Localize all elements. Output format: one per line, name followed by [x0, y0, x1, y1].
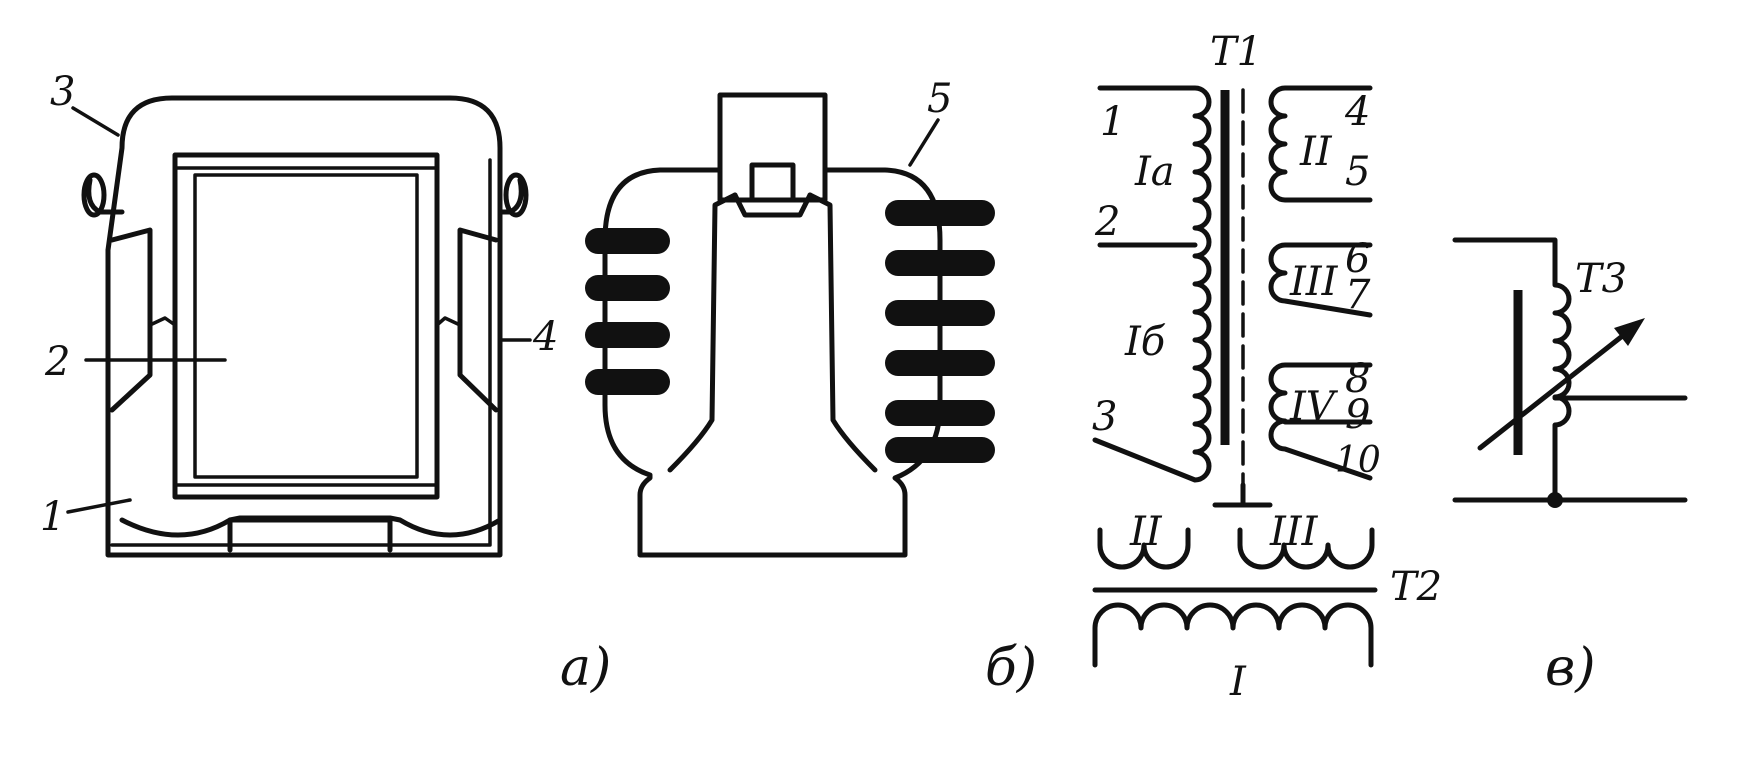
- t1-terminal-3: 3: [1092, 394, 1117, 440]
- t1-terminal-8: 8: [1345, 356, 1370, 402]
- t1-terminal-6: 6: [1345, 236, 1370, 282]
- t1-name: T1: [1210, 29, 1262, 75]
- t1-terminal-10: 10: [1335, 440, 1381, 481]
- t1-terminal-4: 4: [1344, 89, 1370, 135]
- t1-terminal-7: 7: [1345, 272, 1371, 318]
- t1-winding-III: III: [1289, 259, 1339, 305]
- t2-winding-I: I: [1229, 659, 1247, 705]
- t1-winding-Ib: Iб: [1124, 319, 1166, 365]
- transformer-t2: II III T2 I: [1092, 509, 1442, 705]
- transformer-t3: T3 в): [1452, 237, 1688, 698]
- label-a-3: 3: [50, 69, 75, 115]
- t1-winding-Ia: Ia: [1134, 149, 1175, 195]
- t1-terminal-5: 5: [1345, 149, 1370, 195]
- transformer-section-a: 3 2 4 1 а): [40, 69, 611, 698]
- t1-winding-IV: IV: [1289, 384, 1339, 430]
- caption-c: в): [1545, 638, 1596, 698]
- t2-winding-II: II: [1129, 509, 1163, 555]
- t1-terminal-1: 1: [1100, 99, 1125, 145]
- label-b-5: 5: [927, 76, 952, 122]
- left-coil: [585, 228, 670, 395]
- coil-device-b: 5 б): [585, 76, 1037, 698]
- label-a-1: 1: [40, 494, 65, 540]
- t1-terminal-9: 9: [1345, 392, 1370, 438]
- t2-name: T2: [1390, 564, 1442, 610]
- caption-a: а): [560, 638, 611, 698]
- label-a-2: 2: [44, 339, 70, 385]
- caption-b: б): [985, 638, 1037, 698]
- label-a-4: 4: [532, 314, 558, 360]
- t3-name: T3: [1575, 256, 1627, 302]
- transformer-t1: T1 1 Ia 2 Iб 3 II 4 5 III 6 7 IV 8 9 10: [1092, 29, 1381, 508]
- right-coil: [885, 200, 995, 463]
- t2-winding-III: III: [1269, 509, 1319, 555]
- t1-terminal-2: 2: [1094, 199, 1120, 245]
- t1-winding-II: II: [1299, 129, 1333, 175]
